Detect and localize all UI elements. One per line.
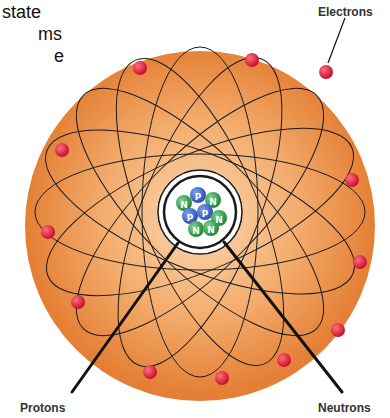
label-holder: Protons [20,398,65,416]
nucleon-holder: N [215,209,223,227]
nucleon-holder: N [180,194,188,212]
nucleons [176,187,227,237]
neutron-ball [188,221,204,237]
nucleon-letter: N [215,215,223,225]
orbits [25,37,374,386]
nucleon-letter: P [202,209,209,219]
part-label: Neutrons [318,401,371,415]
nucleus-ring [158,170,242,254]
nucleon-letter: N [192,226,200,236]
label-holder: state [2,2,41,23]
nucleon-holder: N [192,220,200,238]
label-holder: Neutrons [318,398,371,416]
nucleon-holder: P [202,203,209,221]
slide-fragment: state [2,2,41,22]
proton-ball [190,187,206,203]
slide-fragment: ms [38,24,62,44]
nucleon-letter: N [207,225,215,235]
nucleon-letter: N [209,197,217,207]
nucleon-holder: P [195,186,202,204]
nucleon-holder: N [209,191,217,209]
leader-lines [72,242,342,392]
electrons [41,53,367,385]
nucleon-holder: P [187,207,194,225]
nucleon-letter: P [187,213,194,223]
nucleon-holder: N [207,219,215,237]
nucleon-letter: P [195,192,202,202]
label-holder: Electrons [318,2,373,20]
leader-line [328,18,345,63]
nucleus [164,176,236,248]
part-label: Protons [20,401,65,415]
nucleon-letter: N [180,200,188,210]
part-label: Electrons [318,5,373,19]
label-holder: e [54,46,64,67]
slide-fragment: e [54,46,64,66]
label-holder: ms [38,24,62,45]
electron-cloud [25,51,375,401]
